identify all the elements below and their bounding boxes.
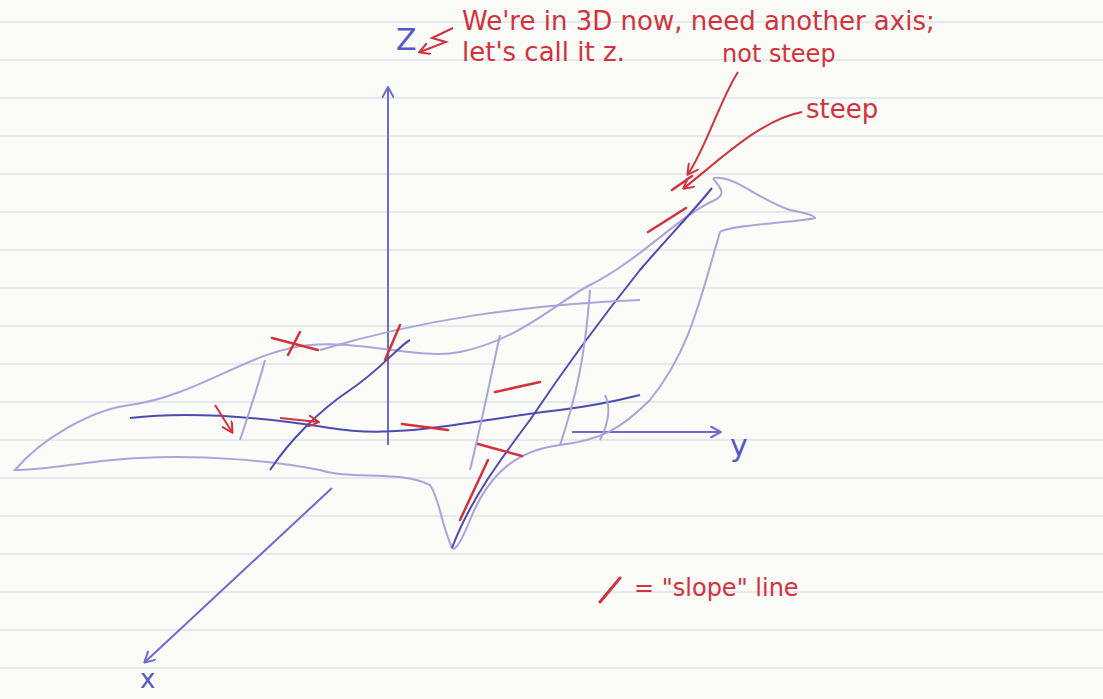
surface-outline	[15, 178, 815, 549]
surface-grid	[130, 188, 712, 548]
x-axis	[145, 488, 332, 662]
axis-label: Z	[396, 22, 417, 58]
slope-arrow	[280, 418, 318, 422]
note-text: not steep	[722, 40, 836, 69]
axis-label: y	[730, 428, 748, 464]
y-axis	[572, 431, 720, 433]
slope-arrow	[215, 405, 232, 432]
legend-swatch	[600, 578, 620, 602]
leader-line	[688, 72, 738, 174]
legend-text: = "slope" line	[634, 574, 799, 603]
note-text: steep	[806, 94, 878, 125]
slope-lines	[272, 176, 692, 520]
note-text: We're in 3D now, need another axis; let'…	[462, 6, 942, 68]
ruled-lines	[0, 22, 1103, 668]
axis-label: x	[140, 664, 155, 695]
leader-line	[420, 28, 453, 52]
z-axis	[387, 88, 389, 445]
leader-line	[684, 112, 802, 188]
